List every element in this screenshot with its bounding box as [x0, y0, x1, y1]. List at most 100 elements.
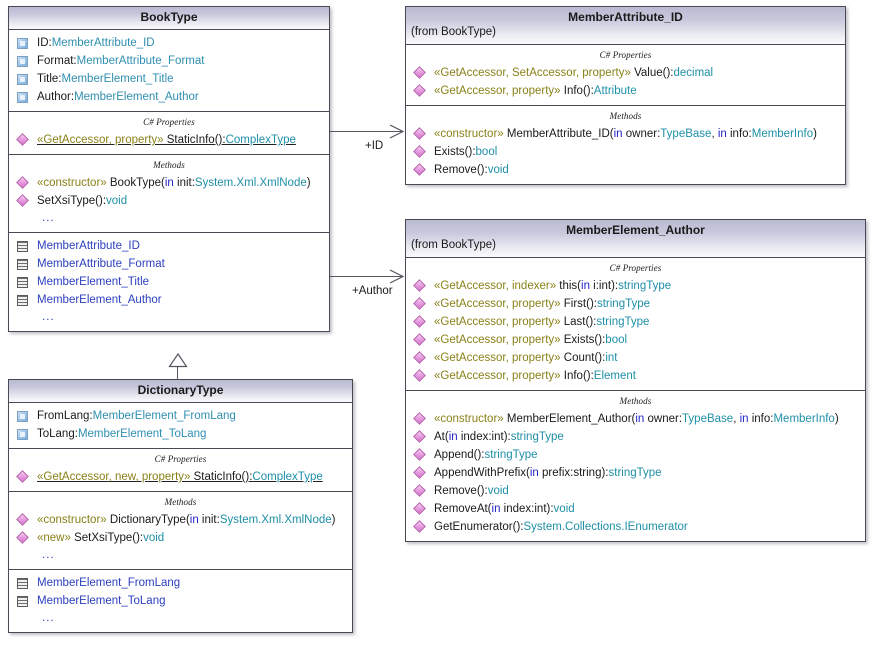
method-param-name: init:	[198, 514, 220, 526]
method-row[interactable]: Append():stringType	[406, 446, 865, 464]
method-icon	[414, 143, 427, 161]
method-param-name: index:int	[457, 431, 504, 443]
methods-section-memberattribute-id: Methods «constructor» MemberAttribute_ID…	[406, 106, 845, 184]
method-param-type: MemberInfo	[773, 413, 835, 425]
method-return-type: bool	[475, 146, 498, 158]
method-name: Exists():	[434, 146, 476, 158]
association-id-line	[330, 131, 403, 132]
method-row[interactable]: «constructor» DictionaryType(in init:Sys…	[9, 511, 352, 529]
method-stereotype: «constructor»	[37, 177, 107, 189]
method-icon	[414, 464, 427, 482]
class-box-memberattribute-id[interactable]: MemberAttribute_ID (from BookType) C# Pr…	[405, 6, 846, 185]
property-icon	[414, 349, 427, 367]
section-label-properties: C# Properties	[599, 50, 652, 60]
more-members-ellipsis[interactable]: ...	[42, 212, 55, 224]
method-name: BookType(	[106, 177, 165, 189]
property-row[interactable]: «GetAccessor, indexer» this(in i:int):st…	[406, 277, 865, 295]
property-row[interactable]: «GetAccessor, property» Info():Element	[406, 367, 865, 385]
more-members-ellipsis[interactable]: ...	[42, 549, 55, 561]
method-name: Remove():	[434, 485, 488, 497]
method-row[interactable]: SetXsiType():void	[9, 192, 329, 210]
more-members-ellipsis[interactable]: ...	[42, 311, 55, 323]
method-row[interactable]: GetEnumerator():System.Collections.IEnum…	[406, 518, 865, 536]
property-row[interactable]: «GetAccessor, SetAccessor, property» Val…	[406, 64, 845, 82]
property-icon	[17, 468, 30, 486]
method-row[interactable]: Remove():void	[406, 482, 865, 500]
method-param-name: init:	[173, 177, 195, 189]
property-row[interactable]: «GetAccessor, new, property» StaticInfo(…	[9, 468, 352, 486]
method-row[interactable]: Exists():bool	[406, 143, 845, 161]
method-param-type: TypeBase	[682, 413, 734, 425]
property-type: ComplexType	[252, 471, 323, 483]
association-author-arrowhead	[389, 269, 405, 284]
method-return-type: void	[553, 503, 575, 515]
property-type: int	[605, 352, 618, 364]
attribute-type: MemberAttribute_ID	[51, 37, 155, 49]
method-name: AppendWithPrefix(	[434, 467, 530, 479]
methods-section-dictionarytype: Methods «constructor» DictionaryType(in …	[9, 492, 352, 570]
method-row[interactable]: «constructor» MemberAttribute_ID(in owne…	[406, 125, 845, 143]
property-type: ComplexType	[225, 134, 296, 146]
method-row[interactable]: «constructor» MemberElement_Author(in ow…	[406, 410, 865, 428]
property-name: StaticInfo():	[190, 471, 253, 483]
attribute-icon	[17, 425, 30, 443]
method-icon	[414, 428, 427, 446]
association-author-line	[330, 276, 403, 277]
attribute-icon	[17, 52, 30, 70]
method-row[interactable]: AppendWithPrefix(in prefix:string):strin…	[406, 464, 865, 482]
method-icon	[414, 125, 427, 143]
association-id-arrowhead	[389, 124, 405, 139]
method-icon	[414, 410, 427, 428]
property-row[interactable]: «GetAccessor, property» Count():int	[406, 349, 865, 367]
properties-section-dictionarytype: C# Properties «GetAccessor, new, propert…	[9, 449, 352, 492]
attribute-row[interactable]: Title:MemberElement_Title	[9, 70, 329, 88]
method-param-type: MemberInfo	[751, 128, 814, 140]
nested-class-icon	[17, 592, 30, 610]
attribute-row[interactable]: ToLang:MemberElement_ToLang	[9, 425, 352, 443]
property-row[interactable]: «GetAccessor, property» StaticInfo():Com…	[9, 131, 329, 149]
attribute-row[interactable]: FromLang:MemberElement_FromLang	[9, 407, 352, 425]
nested-class-row[interactable]: MemberElement_Title	[9, 273, 329, 291]
property-row[interactable]: «GetAccessor, property» Last():stringTyp…	[406, 313, 865, 331]
property-close-paren: ):	[611, 280, 619, 292]
nested-class-name: MemberElement_Title	[37, 276, 150, 288]
attribute-name: FromLang:	[37, 410, 93, 422]
method-icon	[414, 161, 427, 179]
section-label-properties: C# Properties	[143, 117, 195, 127]
method-param-keyword: in	[189, 514, 199, 526]
method-name: Remove():	[434, 164, 488, 176]
method-icon	[414, 446, 427, 464]
class-box-dictionarytype[interactable]: DictionaryType FromLang:MemberElement_Fr…	[8, 379, 353, 633]
property-row[interactable]: «GetAccessor, property» Info():Attribute	[406, 82, 845, 100]
association-author-label: +Author	[352, 285, 393, 297]
nested-class-row[interactable]: MemberElement_ToLang	[9, 592, 352, 610]
method-close-paren: )	[834, 413, 839, 425]
method-param-keyword: in	[717, 128, 727, 140]
method-row[interactable]: «constructor» BookType(in init:System.Xm…	[9, 174, 329, 192]
generalization-triangle-icon	[168, 353, 188, 368]
method-row[interactable]: RemoveAt(in index:int):void	[406, 500, 865, 518]
property-name: Count():	[560, 352, 606, 364]
class-box-memberelement-author[interactable]: MemberElement_Author (from BookType) C# …	[405, 219, 866, 542]
nested-classes-section-dictionarytype: MemberElement_FromLang MemberElement_ToL…	[9, 570, 352, 632]
attribute-row[interactable]: ID:MemberAttribute_ID	[9, 34, 329, 52]
attribute-row[interactable]: Author:MemberElement_Author	[9, 88, 329, 106]
method-row[interactable]: «new» SetXsiType():void	[9, 529, 352, 547]
property-row[interactable]: «GetAccessor, property» First():stringTy…	[406, 295, 865, 313]
method-return-type: System.Collections.IEnumerator	[523, 521, 688, 533]
nested-class-row[interactable]: MemberAttribute_ID	[9, 237, 329, 255]
property-type: Attribute	[593, 85, 637, 97]
method-param-keyword: in	[164, 177, 174, 189]
property-row[interactable]: «GetAccessor, property» Exists():bool	[406, 331, 865, 349]
class-box-booktype[interactable]: BookType ID:MemberAttribute_ID Format:Me…	[8, 6, 330, 332]
method-row[interactable]: Remove():void	[406, 161, 845, 179]
attribute-row[interactable]: Format:MemberAttribute_Format	[9, 52, 329, 70]
property-icon	[414, 367, 427, 385]
method-row[interactable]: At(in index:int):stringType	[406, 428, 865, 446]
nested-class-row[interactable]: MemberElement_FromLang	[9, 574, 352, 592]
nested-class-row[interactable]: MemberElement_Author	[9, 291, 329, 309]
more-members-ellipsis[interactable]: ...	[42, 612, 55, 624]
method-return-type: void	[106, 195, 128, 207]
method-param-keyword: in	[529, 467, 539, 479]
nested-class-row[interactable]: MemberAttribute_Format	[9, 255, 329, 273]
